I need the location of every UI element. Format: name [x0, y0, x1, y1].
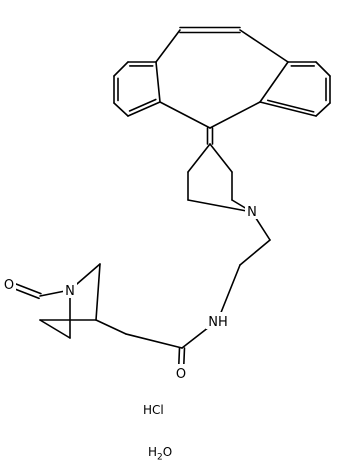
atom-label-formyl-piperidine-n: N	[65, 284, 75, 299]
bridge-bond	[209, 101, 261, 129]
left-ring-double-bond	[128, 98, 157, 112]
linker-bond	[239, 239, 271, 266]
right-ring-bond	[259, 101, 317, 117]
formyl-piperidine-bond	[39, 319, 71, 339]
left-ring-bond	[155, 61, 161, 103]
left-ring-bond	[127, 101, 161, 117]
piperidine-bond	[187, 199, 253, 213]
bridge-bond	[155, 29, 181, 63]
right-ring-bond	[315, 61, 331, 77]
linker-bond	[217, 264, 241, 321]
left-ring-bond	[113, 102, 129, 117]
hcl-label: HCl	[143, 403, 164, 417]
atom-label-piperidine-n: N	[247, 205, 257, 220]
atom-label-amide-o: O	[176, 367, 186, 382]
piperidine-bond	[187, 143, 211, 173]
left-ring-bond	[113, 61, 129, 77]
atom-label-amide-nh: NH	[208, 315, 228, 330]
formyl-piperidine-bond	[95, 319, 127, 335]
atom-label-formyl-o: O	[4, 278, 14, 293]
formyl-piperidine-bond	[95, 263, 101, 321]
amide-bond	[125, 333, 183, 349]
bridge-bond	[239, 29, 289, 63]
water-h: H	[148, 445, 158, 459]
piperidine-bond	[209, 143, 233, 173]
atom-label-layer: N N NH O O	[2, 202, 259, 382]
water-o: O	[162, 445, 173, 459]
bond-layer	[7, 26, 331, 373]
bridge-bond	[159, 101, 211, 129]
water-subscript: 2	[157, 452, 163, 463]
water-label: H2O	[148, 445, 172, 462]
right-ring-double-bond	[266, 99, 315, 113]
right-ring-bond	[315, 102, 331, 117]
right-ring-bond	[259, 61, 289, 103]
